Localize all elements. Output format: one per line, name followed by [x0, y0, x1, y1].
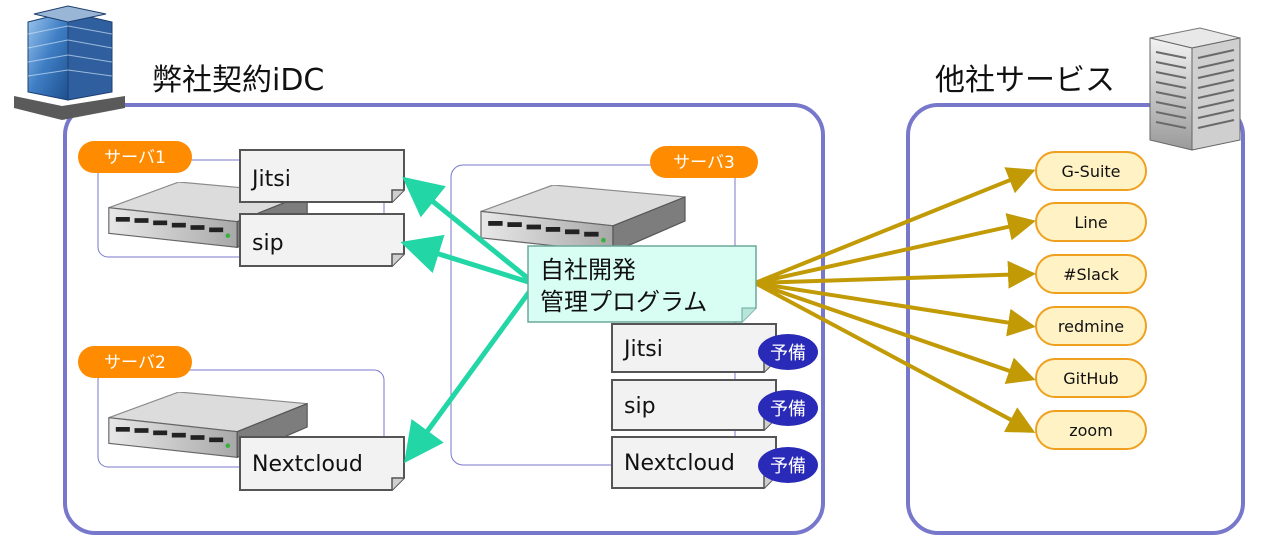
- arrow-to-zoom: [754, 281, 1036, 433]
- management-line1: 自社開発: [540, 256, 636, 284]
- arrow-to-sip: [400, 234, 536, 287]
- svg-text:サーバ2: サーバ2: [104, 353, 166, 373]
- svg-text:サーバ3: サーバ3: [673, 153, 735, 173]
- svg-text:Nextcloud: Nextcloud: [252, 452, 363, 477]
- service-redmine: redmine: [1035, 306, 1147, 346]
- server-rack-icon: [1149, 27, 1241, 151]
- svg-text:#Slack: #Slack: [1063, 265, 1120, 284]
- teal-arrows: [400, 176, 538, 464]
- arrow-to-jitsi: [402, 176, 537, 286]
- svg-text:サーバ1: サーバ1: [104, 148, 166, 168]
- service-github: GitHub: [1035, 358, 1147, 398]
- server3-tag: サーバ3: [650, 146, 758, 178]
- service-slack: #Slack: [1035, 254, 1147, 294]
- server3-app-jitsi: Jitsi: [611, 323, 777, 373]
- svg-text:G-Suite: G-Suite: [1061, 162, 1120, 181]
- svg-text:zoom: zoom: [1069, 421, 1113, 440]
- service-gsuite: G-Suite: [1035, 151, 1147, 191]
- svg-text:sip: sip: [624, 394, 656, 419]
- external-services-frame: [906, 103, 1245, 535]
- standby-badge: 予備: [758, 390, 818, 426]
- idc-title: 弊社契約iDC: [152, 63, 324, 98]
- standby-badge: 予備: [758, 447, 818, 483]
- svg-text:Nextcloud: Nextcloud: [624, 451, 735, 476]
- server1-tag: サーバ1: [78, 141, 192, 173]
- management-line2: 管理プログラム: [540, 288, 707, 316]
- server1-app-sip: sip: [239, 213, 405, 267]
- server2-app-nextcloud: Nextcloud: [239, 436, 405, 491]
- svg-text:sip: sip: [252, 231, 284, 256]
- svg-text:Jitsi: Jitsi: [250, 167, 291, 192]
- service-line: Line: [1035, 202, 1147, 242]
- service-zoom: zoom: [1035, 410, 1147, 450]
- svg-text:redmine: redmine: [1058, 317, 1124, 336]
- svg-text:予備: 予備: [770, 456, 806, 477]
- svg-text:予備: 予備: [770, 399, 806, 420]
- arrow-to-redmine: [754, 281, 1036, 337]
- building-icon: [14, 5, 125, 120]
- svg-text:GitHub: GitHub: [1063, 369, 1118, 388]
- rack-server-icon: [480, 185, 686, 253]
- svg-text:予備: 予備: [770, 343, 806, 364]
- server3-app-sip: sip: [611, 379, 777, 431]
- arrow-to-line: [754, 213, 1036, 285]
- management-program: 自社開発 管理プログラム: [527, 245, 757, 323]
- gold-arrows: [754, 167, 1036, 433]
- server3-app-nextcloud: Nextcloud: [611, 436, 777, 489]
- arrow-to-slack: [754, 260, 1036, 289]
- server2-tag: サーバ2: [78, 346, 192, 378]
- svg-text:Line: Line: [1074, 213, 1107, 232]
- standby-badge: 予備: [758, 334, 818, 370]
- svg-text:Jitsi: Jitsi: [622, 337, 663, 362]
- arrow-to-nextcloud: [404, 282, 538, 464]
- arrow-to-gsuite: [754, 167, 1036, 285]
- external-services-title: 他社サービス: [935, 63, 1115, 98]
- arrow-to-github: [754, 281, 1036, 385]
- server1-app-jitsi: Jitsi: [239, 149, 405, 203]
